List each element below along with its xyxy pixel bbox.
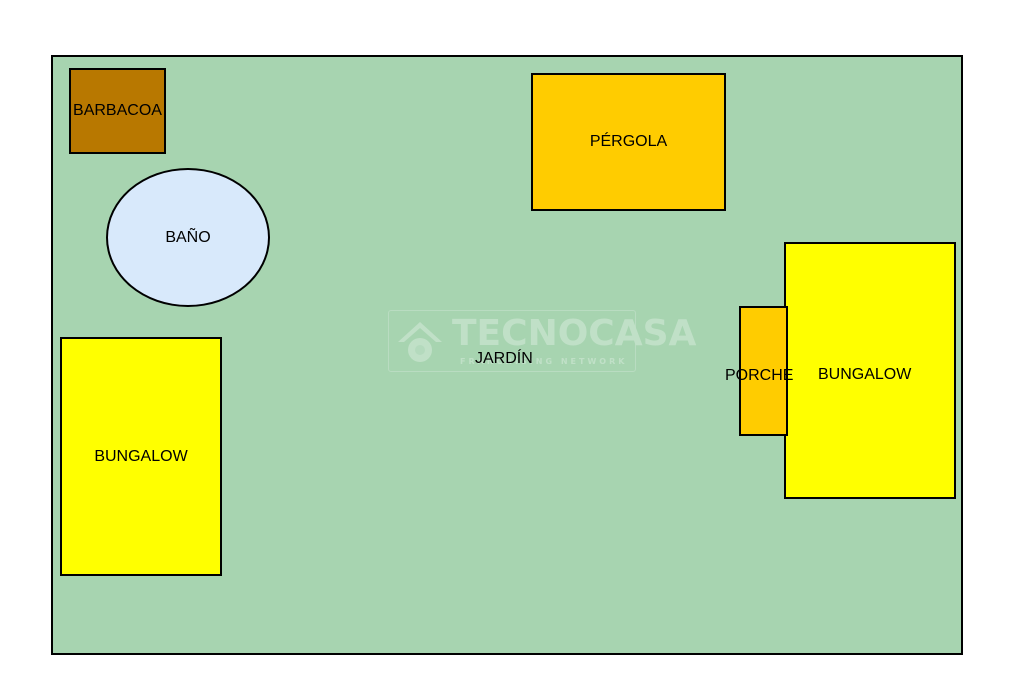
bano-area: BAÑO — [106, 168, 270, 307]
barbacoa-area: BARBACOA — [69, 68, 166, 154]
bungalow-right-area — [784, 242, 956, 499]
watermark-frame — [388, 310, 636, 372]
porche-label: PORCHE — [725, 367, 794, 384]
bano-label: BAÑO — [165, 228, 211, 246]
bungalow-left-label: BUNGALOW — [94, 447, 188, 465]
watermark: TECNOCASA FRANCHISING NETWORK — [388, 310, 696, 372]
bungalow-left-area: BUNGALOW — [60, 337, 222, 576]
house-logo-icon — [398, 322, 442, 362]
porche-area — [739, 306, 788, 436]
bungalow-right-label: BUNGALOW — [818, 366, 912, 383]
pergola-area: PÉRGOLA — [531, 73, 726, 211]
watermark-title: TECNOCASA — [452, 313, 697, 354]
barbacoa-label: BARBACOA — [73, 102, 162, 119]
pergola-label: PÉRGOLA — [589, 133, 668, 150]
watermark-subtitle: FRANCHISING NETWORK — [460, 357, 628, 366]
jardin-label: JARDÍN — [475, 350, 533, 367]
